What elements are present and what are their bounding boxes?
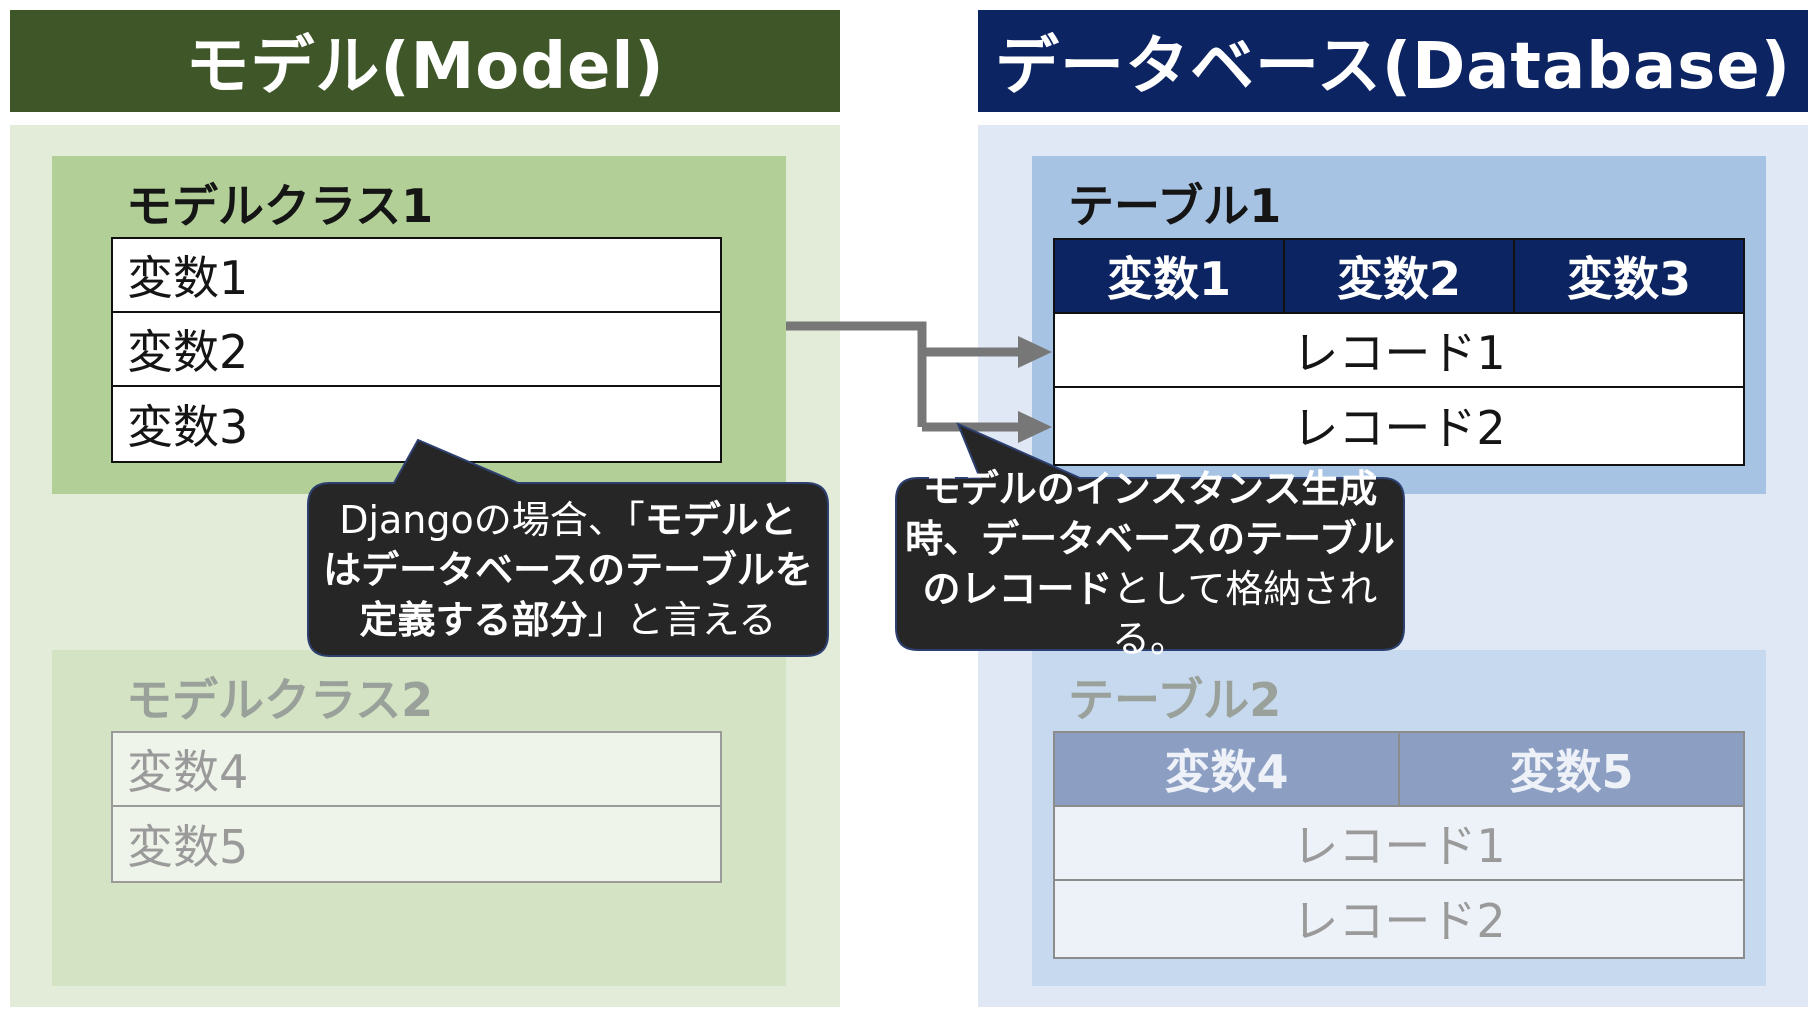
database-table-2: 変数4 変数5 レコード1 レコード2 xyxy=(1053,731,1745,959)
model-class-1-variable-list: 変数1 変数2 変数3 xyxy=(111,237,722,463)
table-column-header: 変数2 xyxy=(1285,240,1515,312)
callout-left-line2: はデータベースのテーブルを xyxy=(323,548,813,592)
database-table-1: 変数1 変数2 変数3 レコード1 レコード2 xyxy=(1053,238,1745,466)
callout-left-line1-normal: Djangoの場合、「 xyxy=(339,498,645,542)
model-section-header: モデル(Model) xyxy=(10,10,840,112)
table-record-row: レコード1 xyxy=(1055,807,1743,881)
table-column-header: 変数1 xyxy=(1055,240,1285,312)
model-variable-row: 変数3 xyxy=(127,400,249,454)
database-table-2-title: テーブル2 xyxy=(1068,673,1282,727)
model-class-2-card: モデルクラス2 変数4 変数5 xyxy=(52,650,786,986)
table-record-row: レコード1 xyxy=(1055,314,1743,388)
arrowhead-icon xyxy=(1018,411,1052,443)
model-variable-row: 変数1 xyxy=(113,239,720,313)
callout-right-line2: 時、データベースのテーブル xyxy=(905,517,1395,561)
table-header-row: 変数1 変数2 変数3 xyxy=(1055,240,1743,314)
model-class-2-variable-list: 変数4 変数5 xyxy=(111,731,722,883)
database-table-1-card: テーブル1 変数1 変数2 変数3 レコード1 レコード2 xyxy=(1032,156,1766,494)
table-header-row: 変数4 変数5 xyxy=(1055,733,1743,807)
database-table-2-card: テーブル2 変数4 変数5 レコード1 レコード2 xyxy=(1032,650,1766,986)
model-class-1-title: モデルクラス1 xyxy=(126,179,434,233)
callout-left-line3-normal: 」と言える xyxy=(587,598,777,642)
model-class-1-card: モデルクラス1 変数1 変数2 変数3 xyxy=(52,156,786,494)
model-class-2-title: モデルクラス2 xyxy=(126,673,434,727)
callout-right-line1: モデルのインスタンス生成 xyxy=(922,467,1378,511)
database-section-header: データベース(Database) xyxy=(978,10,1808,112)
table-record-row: レコード2 xyxy=(1292,401,1506,455)
callout-left-line3-bold: 定義する部分 xyxy=(359,598,588,642)
callout-right-line3-bold: のレコード xyxy=(922,567,1113,611)
model-variable-row: 変数2 xyxy=(113,313,720,387)
callout-left-line1-bold: モデルと xyxy=(644,498,797,542)
table-column-header: 変数5 xyxy=(1509,745,1634,799)
model-variable-row: 変数5 xyxy=(127,820,249,874)
connector-lines xyxy=(786,321,1020,432)
callout-left-text: Djangoの場合、「モデルと はデータベースのテーブルを 定義する部分」と言え… xyxy=(308,490,828,650)
table-column-header: 変数4 xyxy=(1055,733,1400,805)
table-column-header: 変数3 xyxy=(1566,252,1691,306)
arrowhead-icon xyxy=(1018,336,1052,368)
model-variable-row: 変数4 xyxy=(113,733,720,807)
table-record-row: レコード2 xyxy=(1292,894,1506,948)
database-table-1-title: テーブル1 xyxy=(1068,179,1282,233)
callout-right-line3-normal: として格納される。 xyxy=(1111,567,1378,661)
callout-right-text: モデルのインスタンス生成 時、データベースのテーブル のレコードとして格納される… xyxy=(896,467,1404,661)
